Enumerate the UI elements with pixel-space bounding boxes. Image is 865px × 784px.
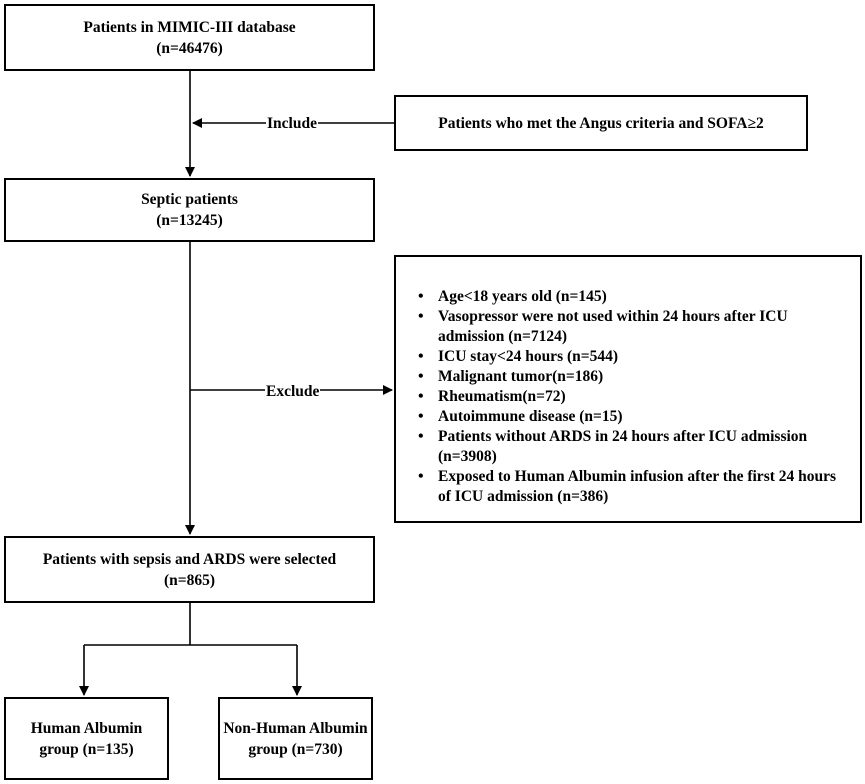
sepsis-ards-node: Patients with sepsis and ARDS were selec… <box>4 536 375 603</box>
exclusion-item: ICU stay<24 hours (n=544) <box>416 347 848 367</box>
node-count: (n=46476) <box>156 39 223 57</box>
exclusion-item: Age<18 years old (n=145) <box>416 287 848 307</box>
exclusion-item: Autoimmune disease (n=15) <box>416 407 848 427</box>
exclusion-list: Age<18 years old (n=145) Vasopressor wer… <box>416 287 848 507</box>
human-albumin-group-node: Human Albumin group (n=135) <box>4 697 169 780</box>
non-human-albumin-group-node: Non-Human Albumin group (n=730) <box>218 697 373 780</box>
exclusion-item: Exposed to Human Albumin infusion after … <box>416 467 848 507</box>
node-title: Human Albumin <box>30 719 143 737</box>
exclusion-item: Rheumatism(n=72) <box>416 387 848 407</box>
mimic-database-node: Patients in MIMIC-III database (n=46476) <box>4 4 375 71</box>
exclusion-item: Malignant tumor(n=186) <box>416 367 848 387</box>
exclusion-item: Patients without ARDS in 24 hours after … <box>416 427 848 467</box>
node-count: (n=865) <box>163 571 216 589</box>
node-count: (n=13245) <box>156 212 223 229</box>
exclusion-item: Vasopressor were not used within 24 hour… <box>416 307 848 347</box>
include-label: Include <box>266 115 318 133</box>
exclusion-criteria-node: Age<18 years old (n=145) Vasopressor wer… <box>394 255 862 523</box>
node-title: Non-Human Albumin <box>223 719 368 737</box>
exclude-label: Exclude <box>265 383 321 401</box>
inclusion-criteria-node: Patients who met the Angus criteria and … <box>394 95 808 151</box>
septic-patients-node: Septic patients (n=13245) <box>4 178 375 242</box>
node-title: Patients who met the Angus criteria and … <box>438 114 764 132</box>
node-title: Patients with sepsis and ARDS were selec… <box>42 550 337 568</box>
node-title: Septic patients <box>141 191 238 208</box>
node-count: group (n=730) <box>248 740 343 758</box>
node-count: group (n=135) <box>39 740 134 758</box>
node-title: Patients in MIMIC-III database <box>83 18 296 36</box>
